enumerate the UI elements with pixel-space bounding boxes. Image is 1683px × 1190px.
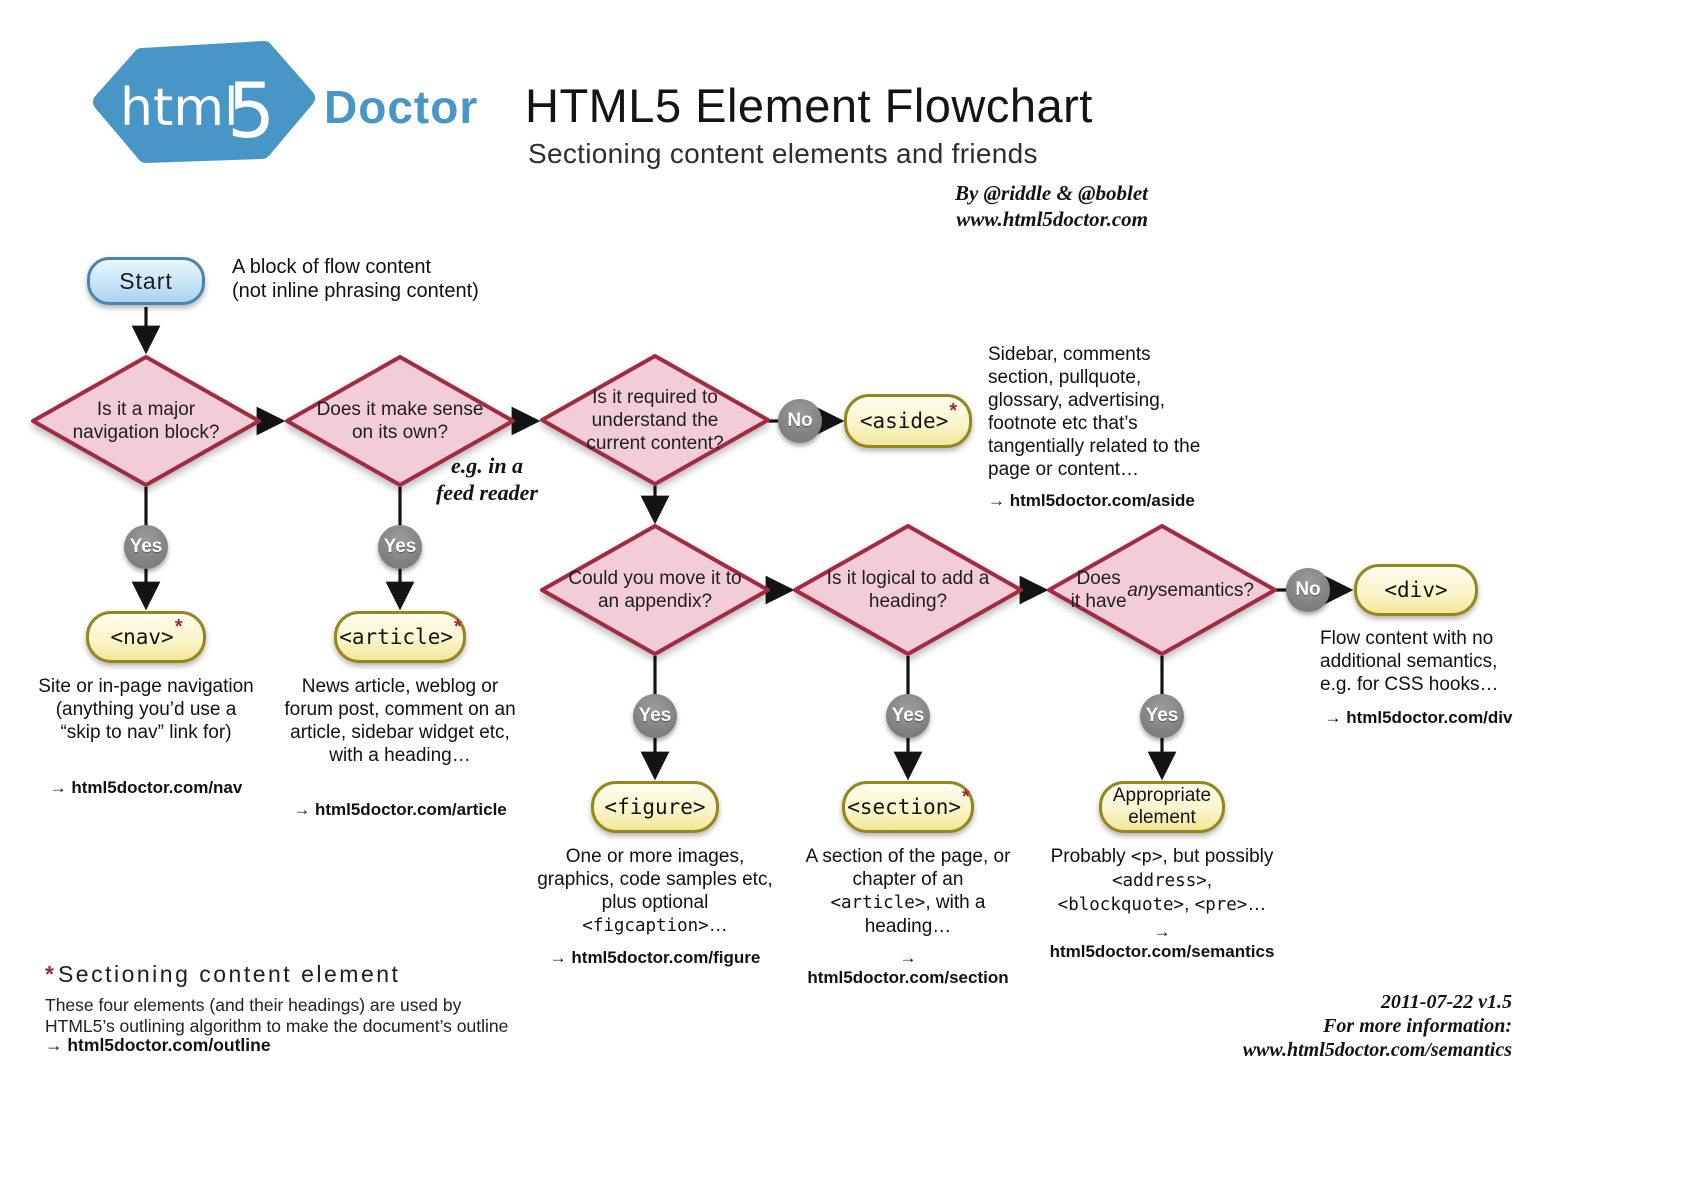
yes-text: Yes <box>129 536 163 557</box>
feed-reader-note: e.g. in a feed reader <box>435 453 538 505</box>
edge-label-yes: Yes <box>124 525 168 569</box>
yes-text: Yes <box>383 536 417 557</box>
diamond-shape <box>31 355 261 487</box>
section-tag: <section> <box>847 795 961 819</box>
start-node: Start <box>87 257 205 305</box>
logo-html-text: html <box>120 78 238 138</box>
section-description: A section of the page, or chapter of an … <box>805 846 1011 937</box>
footnote-heading-text: Sectioning content element <box>57 961 401 987</box>
article-tag: <article> <box>339 625 453 649</box>
div-tag: <div> <box>1384 578 1448 602</box>
edge-label-yes: Yes <box>1140 694 1184 738</box>
node-article: <article>* <box>334 611 466 663</box>
credit-block: By @riddle & @boblet www.html5doctor.com <box>798 180 1148 232</box>
article-link[interactable]: → html5doctor.com/article <box>293 800 507 819</box>
aside-tag: <aside> <box>859 409 949 433</box>
div-link[interactable]: → html5doctor.com/div <box>1324 708 1513 727</box>
appropriate-link[interactable]: → html5doctor.com/semantics <box>1049 922 1275 961</box>
node-figure: <figure> <box>591 781 719 833</box>
decision-sense-on-own: Does it make sense on its own? <box>284 354 516 488</box>
diamond-shape <box>285 355 515 487</box>
diamond-shape <box>1047 524 1277 656</box>
decision-major-navigation: Is it a major navigation block? <box>30 354 262 488</box>
diamond-shape <box>540 524 770 656</box>
no-text: No <box>787 410 813 431</box>
appropriate-description: Probably <p>, but possibly <address>, <b… <box>1050 846 1274 915</box>
div-description: Flow content with no additional semantic… <box>1320 628 1499 695</box>
yes-text: Yes <box>891 705 925 726</box>
yes-text: Yes <box>1145 705 1179 726</box>
edge-label-no: No <box>1286 568 1330 612</box>
figure-link[interactable]: → html5doctor.com/figure <box>549 948 761 967</box>
node-aside: <aside>* <box>844 394 972 448</box>
decision-question: Is it logical to add a heading? <box>826 568 990 612</box>
footer-url[interactable]: www.html5doctor.com/semantics <box>1242 1039 1512 1061</box>
decision-logical-heading: Is it logical to add a heading? <box>792 523 1024 657</box>
aside-description: Sidebar, comments section, pullquote, gl… <box>988 344 1201 480</box>
footnote-asterisk: * <box>45 961 54 987</box>
node-appropriate-element: Appropriate element <box>1099 781 1225 833</box>
nav-tag: <nav> <box>110 625 174 649</box>
decision-question: Does it make sense on its own? <box>316 399 484 443</box>
decision-question: Does it have any semantics? <box>1070 568 1254 612</box>
nav-link[interactable]: → html5doctor.com/nav <box>49 778 243 797</box>
node-section: <section>* <box>842 781 974 833</box>
edge-label-no: No <box>778 399 822 443</box>
logo-doctor-text: Doctor <box>324 81 479 133</box>
credit-site-url[interactable]: www.html5doctor.com <box>956 207 1148 231</box>
decision-question: Is it a major navigation block? <box>72 399 220 443</box>
version-text: 2011-07-22 v1.5 <box>1380 991 1512 1013</box>
node-div: <div> <box>1354 564 1478 616</box>
footer-info: 2011-07-22 v1.5 For more information: ww… <box>1112 990 1512 1062</box>
decision-required-to-understand: Is it required to understand the current… <box>539 353 771 487</box>
appropriate-element-label: Appropriate element <box>1112 785 1212 828</box>
footnote-heading: *Sectioning content element <box>45 961 400 988</box>
decision-any-semantics: Does it have any semantics? <box>1046 523 1278 657</box>
diamond-shape <box>793 524 1023 656</box>
credit-authors: By @riddle & @boblet <box>954 181 1148 205</box>
footnote-link[interactable]: → html5doctor.com/outline <box>45 1035 271 1055</box>
figure-description: One or more images, graphics, code sampl… <box>537 846 773 936</box>
aside-link[interactable]: → html5doctor.com/aside <box>988 491 1195 510</box>
page-subtitle: Sectioning content elements and friends <box>528 138 1038 169</box>
logo-5-text: 5 <box>227 66 275 155</box>
nav-description: Site or in-page navigation (anything you… <box>38 676 254 743</box>
diamond-shape <box>540 354 770 486</box>
edge-label-yes: Yes <box>378 525 422 569</box>
figure-tag: <figure> <box>604 795 706 819</box>
footnote-body: These four elements (and their headings)… <box>45 995 509 1036</box>
page-title: HTML5 Element Flowchart <box>525 79 1093 132</box>
decision-move-to-appendix: Could you move it to an appendix? <box>539 523 771 657</box>
yes-text: Yes <box>638 705 672 726</box>
html5-logo-icon: html 5 <box>93 41 315 163</box>
edge-label-yes: Yes <box>633 694 677 738</box>
node-nav: <nav>* <box>86 611 206 663</box>
start-note: A block of flow content (not inline phra… <box>232 256 479 302</box>
decision-question: Could you move it to an appendix? <box>568 568 742 612</box>
no-text: No <box>1295 579 1321 600</box>
start-label: Start <box>119 267 173 294</box>
decision-question: Is it required to understand the current… <box>586 386 724 454</box>
more-info-text: For more information: <box>1323 1015 1512 1037</box>
article-description: News article, weblog or forum post, comm… <box>284 676 516 766</box>
section-link[interactable]: → html5doctor.com/section <box>807 948 1009 987</box>
edge-label-yes: Yes <box>886 694 930 738</box>
